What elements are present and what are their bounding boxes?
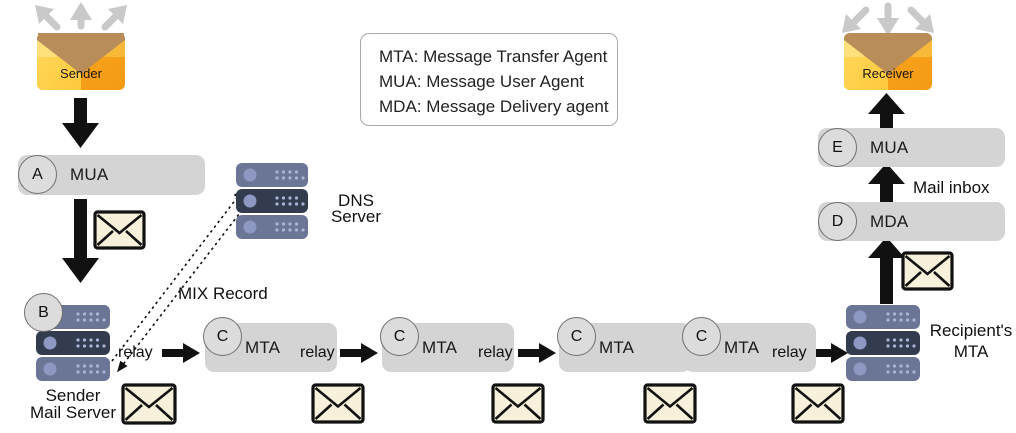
mail-inbox-label: Mail inbox bbox=[913, 178, 990, 197]
receiver-label: Receiver bbox=[862, 66, 914, 81]
relay-arrow-3 bbox=[518, 343, 556, 363]
relay-arrow-4 bbox=[810, 343, 848, 363]
mail-envelope-icon bbox=[491, 383, 545, 424]
arrow-sender-to-mua bbox=[62, 98, 99, 148]
node-mua-receiver-label: MUA bbox=[870, 137, 909, 157]
badge-b: B bbox=[24, 293, 63, 332]
dns-server-label-line1: DNS bbox=[338, 191, 374, 210]
mail-envelope-icon bbox=[791, 383, 845, 424]
sender-actor: Sender bbox=[37, 33, 125, 90]
relay-arrow-2 bbox=[340, 343, 378, 363]
node-mda-label: MDA bbox=[870, 211, 909, 231]
legend-line-mda: MDA: Message Delivery agent bbox=[379, 97, 609, 116]
relay-label-4: relay bbox=[772, 344, 807, 361]
badge-c-2: C bbox=[380, 317, 419, 356]
arrow-mda-to-mua bbox=[868, 163, 905, 205]
legend-box: MTA: Message Transfer Agent MUA: Message… bbox=[360, 33, 618, 126]
sender-arrow-heads-icon bbox=[35, 2, 127, 24]
arrow-mua-to-sender-server bbox=[62, 199, 99, 283]
mail-envelope-icon bbox=[901, 251, 954, 291]
receiver-envelope-icon bbox=[844, 32, 932, 90]
node-mta-1-label: MTA bbox=[245, 337, 281, 357]
dotted-dns-response-arrow bbox=[117, 204, 247, 373]
arrow-recipient-mta-to-mda bbox=[868, 237, 905, 304]
sender-envelope-icon bbox=[37, 32, 125, 90]
receiver-arrow-heads-icon bbox=[842, 14, 934, 36]
recipient-mta-label-line1: Recipient's bbox=[929, 321, 1013, 340]
relay-label-1: relay bbox=[118, 344, 153, 361]
badge-c-4: C bbox=[682, 317, 721, 356]
sender-label: Sender bbox=[60, 66, 102, 81]
legend-line-mta: MTA: Message Transfer Agent bbox=[379, 47, 608, 66]
sender-server-label-line2: Mail Server bbox=[30, 403, 116, 422]
arrow-mua-to-receiver bbox=[868, 93, 905, 132]
node-mta-3-label: MTA bbox=[599, 337, 635, 357]
badge-c-3: C bbox=[557, 317, 596, 356]
sender-server-label-line1: Sender bbox=[45, 386, 101, 405]
relay-arrow-1 bbox=[162, 343, 200, 363]
node-mua-sender-label: MUA bbox=[70, 165, 109, 184]
badge-a: A bbox=[18, 155, 57, 194]
mail-envelope-icon bbox=[311, 383, 365, 424]
relay-label-2: relay bbox=[300, 344, 335, 361]
dns-server-icon bbox=[236, 163, 308, 239]
node-mta-4-label: MTA bbox=[724, 337, 760, 357]
mix-record-label: MIX Record bbox=[178, 284, 268, 303]
badge-c-1: C bbox=[203, 317, 242, 356]
receiver-actor: Receiver bbox=[844, 33, 932, 90]
dns-server-label-line2: Server bbox=[330, 207, 382, 226]
mail-envelope-icon bbox=[93, 210, 146, 250]
recipient-mta-label-line2: MTA bbox=[953, 342, 989, 361]
legend-line-mua: MUA: Message User Agent bbox=[379, 72, 585, 91]
mail-envelope-icon bbox=[121, 383, 177, 425]
badge-d: D bbox=[818, 202, 857, 241]
recipient-mta-server-icon bbox=[846, 305, 920, 381]
node-mta-2-label: MTA bbox=[422, 337, 458, 357]
relay-label-3: relay bbox=[478, 344, 513, 361]
badge-e: E bbox=[818, 128, 857, 167]
mail-envelope-icon bbox=[643, 383, 697, 424]
